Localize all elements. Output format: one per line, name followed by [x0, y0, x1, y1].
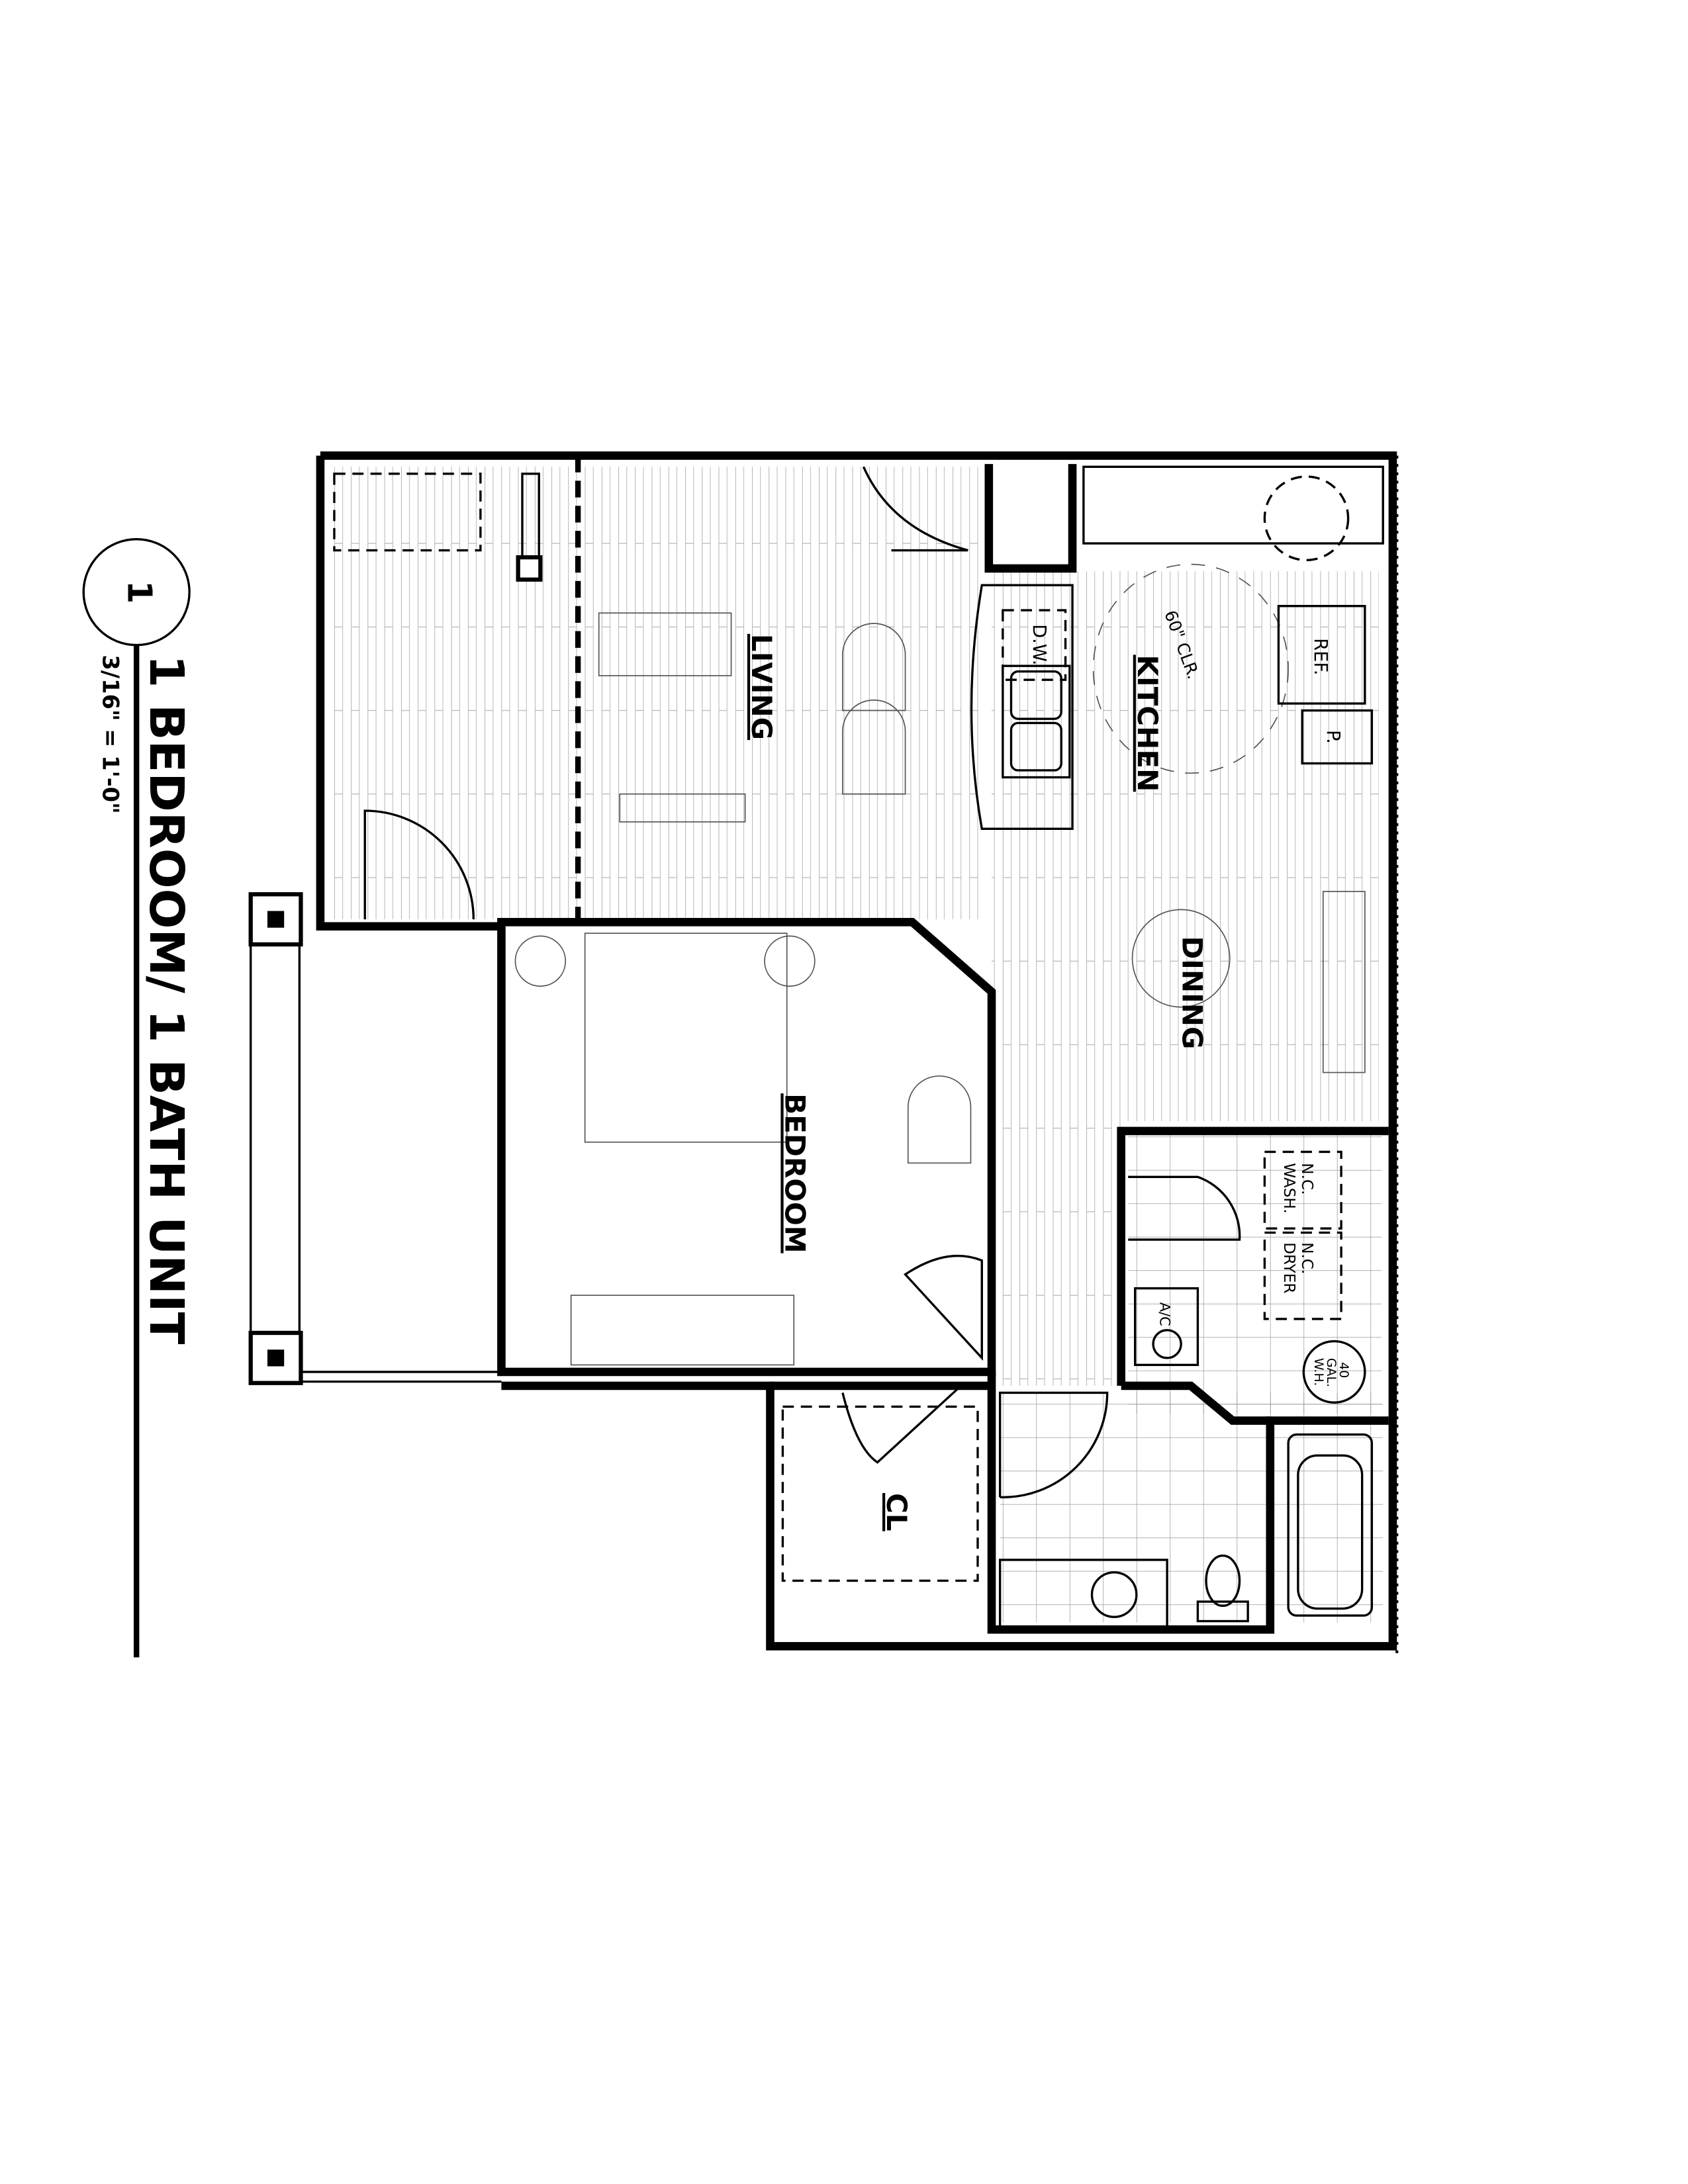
pantry-label: P. [1323, 730, 1343, 744]
ac-label: A/C [1157, 1302, 1174, 1326]
kitchen-counter [970, 584, 1074, 831]
bedroom-chair [907, 1075, 972, 1164]
bedroom-door-swing [904, 1254, 983, 1361]
water-heater-label-2: GAL. [1324, 1358, 1338, 1387]
laundry-floor [1128, 1135, 1382, 1414]
furniture [333, 473, 1366, 1366]
washer-label-2: N.C. [1298, 1163, 1315, 1195]
nightstand-lamp [764, 935, 816, 987]
washer [1263, 1150, 1342, 1230]
tv-console [619, 793, 746, 823]
balcony-rail [250, 897, 301, 1373]
bath-floor [1000, 1392, 1383, 1623]
dryer [1263, 1231, 1342, 1320]
post-core [267, 1349, 285, 1367]
toilet-tank [1196, 1600, 1249, 1623]
balcony-post [248, 892, 303, 947]
coffee-table [598, 612, 732, 676]
living-floor [328, 467, 984, 920]
turning-circle [1092, 563, 1289, 774]
bath-walls [987, 1371, 1389, 1634]
lavatory [1090, 1571, 1138, 1618]
washer-label: WASH. [1280, 1163, 1297, 1213]
refrigerator [1277, 605, 1366, 705]
sink-basin [1009, 721, 1062, 772]
pantry [1301, 709, 1374, 765]
balcony [248, 557, 503, 1385]
refrigerator-label: REF. [1310, 638, 1331, 675]
vanity [998, 1559, 1168, 1628]
balcony-post [248, 1330, 303, 1385]
room-label-bedroom: BEDROOM [779, 1093, 812, 1253]
dining-table [1131, 909, 1231, 1008]
column [516, 555, 543, 582]
dishwasher [1002, 609, 1067, 681]
bath-door-swing [998, 1391, 1109, 1498]
room-label-closet: CL [880, 1493, 913, 1531]
water-heater-label-1: 40 [1336, 1362, 1351, 1378]
floor-finishes [328, 467, 1383, 1623]
barstools [842, 623, 906, 795]
laundry-door-swing [1128, 1175, 1241, 1241]
kitchen-alcove-wall [984, 464, 1077, 573]
bedroom-floor [512, 930, 982, 1365]
sink-basin [1009, 670, 1062, 720]
dishwasher-label: D.W. [1029, 624, 1049, 665]
post-core [267, 911, 285, 928]
room-label-living: LIVING [745, 634, 778, 740]
laundry-bath-fixtures: WASH. N.C. DRYER N.C. A/C 40 GAL. W.H. [781, 1150, 1374, 1628]
water-heater [1302, 1340, 1366, 1404]
bed [584, 933, 788, 1143]
exterior-wall [320, 451, 1397, 1651]
toilet [1205, 1554, 1241, 1608]
laundry-angled-wall [1121, 1381, 1270, 1425]
ac-unit [1134, 1287, 1199, 1367]
ac-fan [1152, 1329, 1182, 1359]
entry-door-swing [363, 809, 475, 920]
title-number: 1 [120, 580, 160, 604]
living-door-swing [856, 454, 968, 552]
title-scale: 3/16" = 1'-0" [98, 655, 124, 813]
bathtub [1287, 1433, 1374, 1617]
water-heater-label-3: W.H. [1311, 1358, 1326, 1386]
title-block: 1 1 BEDROOM/ 1 BATH UNIT 3/16" = 1'-0" [82, 538, 194, 1658]
closet-shelving [781, 1405, 979, 1582]
dryer-label-2: N.C. [1298, 1242, 1315, 1274]
desk [333, 473, 482, 552]
tub-basin [1297, 1454, 1364, 1610]
room-label-dining: DINING [1176, 936, 1208, 1049]
dryer-label: DRYER [1280, 1242, 1297, 1293]
kitchen-dining-floor [992, 571, 1379, 1386]
room-label-kitchen: KITCHEN [1131, 655, 1164, 792]
closet-door-swing [841, 1385, 962, 1464]
nightstand-lamp [514, 935, 567, 987]
laundry-walls [1117, 1126, 1389, 1386]
title-name: 1 BEDROOM/ 1 BATH UNIT [139, 655, 194, 1344]
dresser [570, 1295, 795, 1366]
sink [1002, 664, 1071, 779]
room-labels: LIVING KITCHEN DINING BEDROOM CL [745, 634, 1208, 1531]
walls [316, 451, 1399, 1658]
upper-cabinets [1082, 465, 1384, 545]
range-clearance [1263, 475, 1350, 561]
buffet [1322, 891, 1366, 1073]
